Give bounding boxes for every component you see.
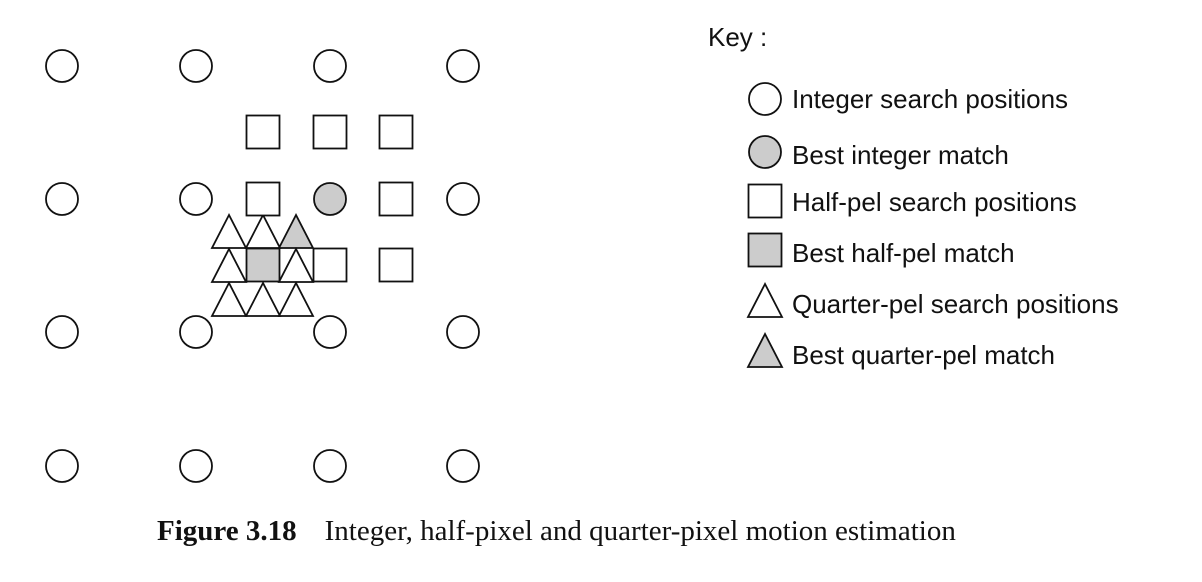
integer-search-circle	[446, 449, 480, 483]
legend-label-best-half-pel: Best half-pel match	[792, 238, 1015, 268]
integer-search-circle	[45, 449, 79, 483]
half-pel-search-square	[378, 247, 414, 283]
integer-search-circle	[446, 315, 480, 349]
figure-number: Figure 3.18	[157, 515, 297, 547]
key-legend-symbols	[746, 82, 784, 368]
integer-search-circle	[45, 182, 79, 216]
figure-caption: Figure 3.18 Integer, half-pixel and quart…	[157, 515, 956, 548]
legend-square-best-symbol	[747, 232, 783, 268]
quarter-pel-search-triangle	[277, 281, 315, 317]
integer-search-circle	[179, 182, 213, 216]
quarter-pel-search-triangle	[244, 281, 282, 317]
legend-circle-symbol	[748, 82, 782, 116]
quarter-pel-search-triangle	[277, 247, 315, 283]
integer-search-circle	[179, 449, 213, 483]
integer-search-circle	[446, 182, 480, 216]
half-pel-search-square	[312, 247, 348, 283]
integer-search-circle	[313, 449, 347, 483]
best-half-pel-square	[245, 247, 281, 283]
half-pel-search-square	[312, 114, 348, 150]
quarter-pel-search-triangle	[210, 281, 248, 317]
legend-label-quarter-pel-search: Quarter-pel search positions	[792, 289, 1119, 319]
legend-label-best-integer: Best integer match	[792, 140, 1009, 170]
half-pel-search-square	[378, 114, 414, 150]
integer-search-circle	[179, 49, 213, 83]
quarter-pel-search-triangle	[210, 213, 248, 249]
quarter-pel-search-triangle	[210, 247, 248, 283]
legend-triangle-best-symbol	[746, 332, 784, 368]
best-quarter-pel-triangle	[277, 213, 315, 249]
legend-square-symbol	[747, 183, 783, 219]
figure-caption-text: Integer, half-pixel and quarter-pixel mo…	[324, 515, 956, 547]
legend-label-integer-search: Integer search positions	[792, 84, 1069, 114]
legend-circle-best-symbol	[748, 135, 782, 169]
integer-search-circle	[446, 49, 480, 83]
quarter-pel-search-triangle	[244, 213, 282, 249]
half-pel-search-square	[245, 181, 281, 217]
best-integer-match-circle	[313, 182, 347, 216]
legend-label-best-quarter-pel: Best quarter-pel match	[792, 340, 1056, 370]
half-pel-search-square	[378, 181, 414, 217]
legend-triangle-symbol	[746, 282, 784, 318]
integer-search-circle	[45, 315, 79, 349]
key-title: Key :	[708, 22, 768, 52]
integer-search-circle	[313, 49, 347, 83]
half-pel-search-square	[245, 114, 281, 150]
legend-label-half-pel-search: Half-pel search positions	[792, 187, 1077, 217]
search-grid-shapes	[45, 49, 480, 483]
integer-search-circle	[179, 315, 213, 349]
integer-search-circle	[313, 315, 347, 349]
integer-search-circle	[45, 49, 79, 83]
